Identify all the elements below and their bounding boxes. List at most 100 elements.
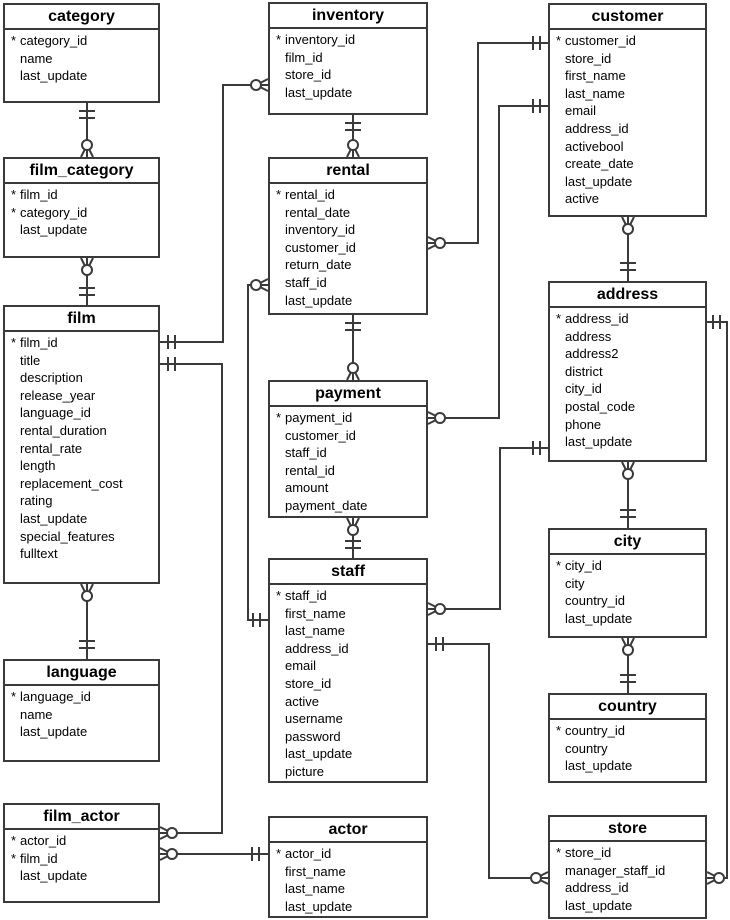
table-film-actor-title: film_actor [5, 805, 158, 830]
column-rental_id: *rental_id [270, 186, 426, 204]
primary-key-marker: * [276, 187, 282, 202]
primary-key-marker: * [11, 33, 17, 48]
rel-customer-rental [428, 36, 548, 249]
column-active: active [550, 190, 705, 208]
column-address_id: address_id [550, 120, 705, 138]
primary-key-marker: * [276, 846, 282, 861]
column-name: actor_id [285, 846, 332, 861]
column-name: film_id [20, 335, 58, 350]
column-staff_id: staff_id [270, 444, 426, 462]
rel-staff-payment [345, 518, 361, 558]
table-payment-title: payment [270, 382, 426, 407]
column-email: email [270, 657, 426, 675]
column-last_update: last_update [5, 867, 158, 885]
column-name: city [565, 575, 585, 591]
table-country-title: country [550, 695, 705, 720]
column-film_id: film_id [270, 49, 426, 67]
column-last_update: last_update [5, 67, 158, 85]
column-name: last_update [565, 758, 633, 774]
column-name: district [565, 363, 603, 379]
column-name: rental_id [285, 187, 335, 202]
column-rating: rating [5, 492, 158, 510]
column-film_id: *film_id [5, 334, 158, 352]
column-rental_rate: rental_rate [5, 440, 158, 458]
column-name: address_id [285, 640, 349, 656]
column-film_id: *film_id [5, 850, 158, 868]
primary-key-marker: * [556, 558, 562, 573]
table-inventory-title: inventory [270, 4, 426, 29]
column-name: last_update [20, 868, 88, 884]
column-manager_staff_id: manager_staff_id [550, 862, 705, 880]
primary-key-marker: * [11, 204, 17, 220]
column-store_id: store_id [270, 675, 426, 693]
column-inventory_id: *inventory_id [270, 31, 426, 49]
column-name: picture [285, 763, 325, 779]
table-staff-title: staff [270, 560, 426, 585]
column-name: activebool [565, 138, 624, 154]
column-last_name: last_name [270, 880, 426, 898]
column-name: store_id [565, 50, 612, 66]
table-language-title: language [5, 661, 158, 686]
column-name: last_update [565, 434, 633, 450]
column-name: address_id [565, 120, 629, 136]
column-name: country_id [565, 723, 625, 738]
column-description: description [5, 369, 158, 387]
column-staff_id: staff_id [270, 274, 426, 292]
column-last_name: last_name [550, 85, 705, 103]
column-last_update: last_update [550, 610, 705, 628]
column-district: district [550, 363, 705, 381]
primary-key-marker: * [556, 311, 562, 326]
column-city_id: *city_id [550, 557, 705, 575]
primary-key-marker: * [276, 410, 282, 425]
column-country: country [550, 740, 705, 758]
table-rental-title: rental [270, 159, 426, 184]
column-postal_code: postal_code [550, 398, 705, 416]
rel-address-customer [620, 217, 636, 281]
column-name: language_id [20, 689, 91, 704]
column-picture: picture [270, 763, 426, 781]
column-customer_id: *customer_id [550, 32, 705, 50]
column-name: last_update [20, 724, 88, 740]
rel-city-address [620, 462, 636, 528]
column-length: length [5, 457, 158, 475]
column-store_id: store_id [550, 50, 705, 68]
column-actor_id: *actor_id [5, 832, 158, 850]
rel-staff-store [428, 637, 548, 884]
table-city-title: city [550, 530, 705, 555]
column-name: return_date [285, 257, 352, 273]
column-name: email [285, 658, 317, 674]
column-name: country_id [565, 593, 625, 609]
column-rental_id: rental_id [270, 462, 426, 480]
column-name: postal_code [565, 398, 636, 414]
column-actor_id: *actor_id [270, 845, 426, 863]
column-language_id: *language_id [5, 688, 158, 706]
column-name: create_date [565, 156, 634, 172]
primary-key-marker: * [11, 833, 17, 848]
column-name: staff_id [285, 274, 327, 290]
column-category_id: *category_id [5, 32, 158, 50]
column-category_id: *category_id [5, 204, 158, 222]
column-address_id: address_id [270, 640, 426, 658]
column-customer_id: customer_id [270, 427, 426, 445]
column-create_date: create_date [550, 155, 705, 173]
